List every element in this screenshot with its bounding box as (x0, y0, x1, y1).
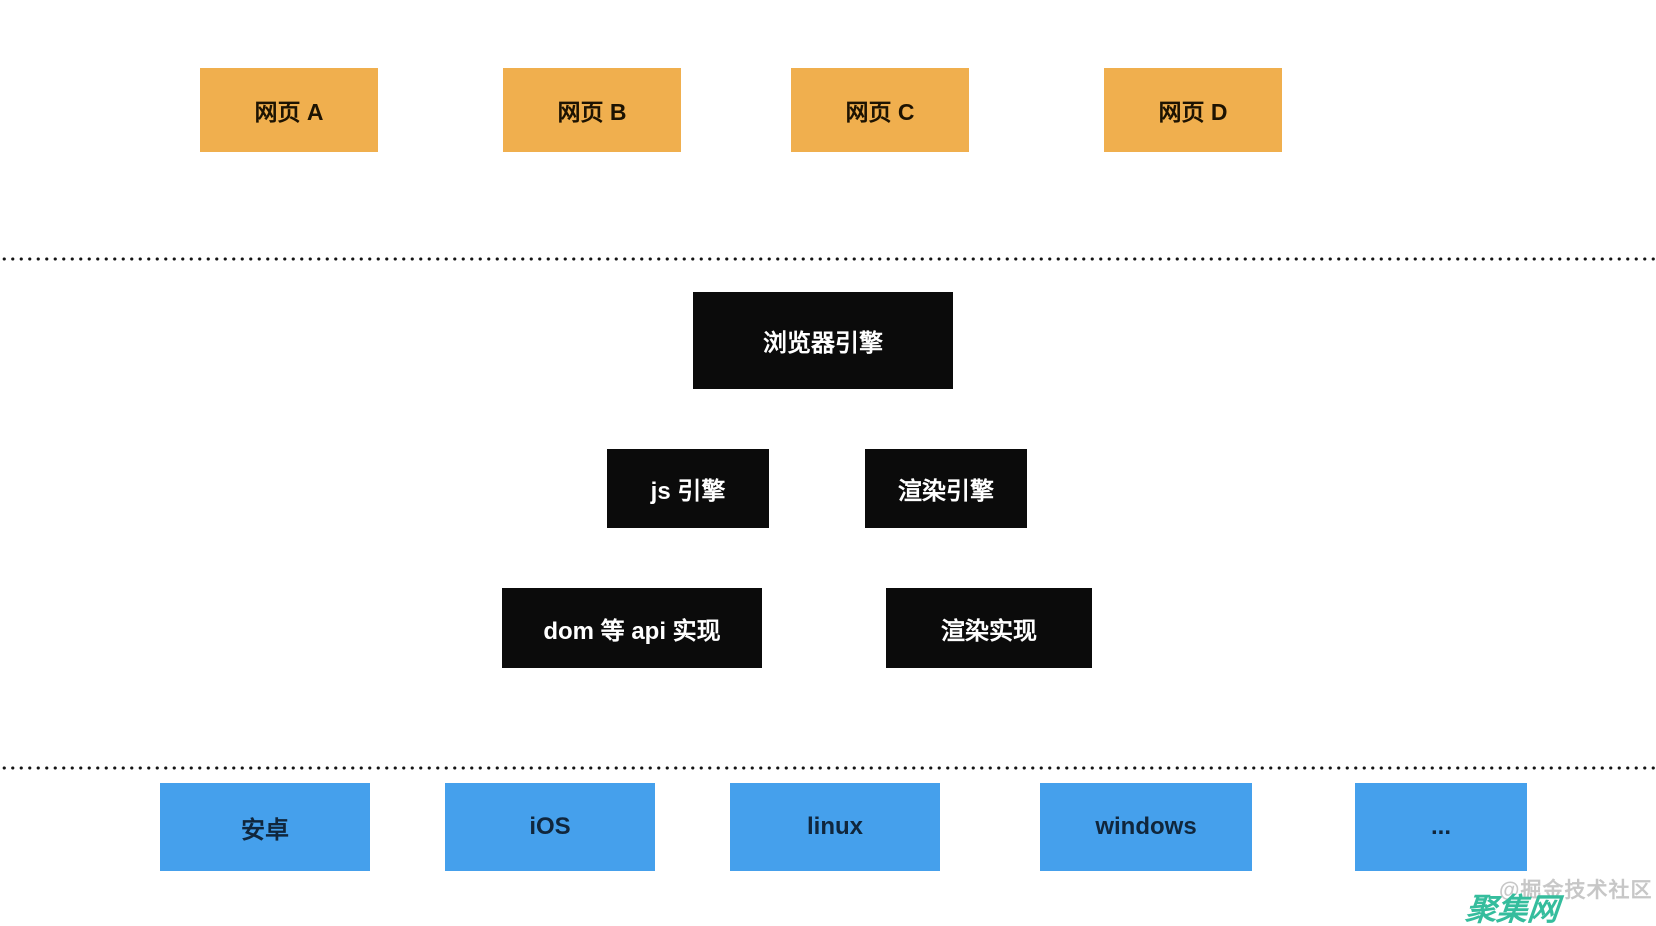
platform-windows-label: windows (1095, 813, 1197, 840)
web-page-c-label: 网页 C (845, 99, 915, 125)
render-implementation-box: 渲染实现 (886, 588, 1092, 668)
platform-box-windows: windows (1040, 783, 1252, 871)
js-engine-box: js 引擎 (607, 449, 769, 528)
platform-ios-label: iOS (529, 813, 571, 840)
browser-engine-box: 浏览器引擎 (693, 292, 953, 389)
platform-android-label: 安卓 (241, 816, 289, 844)
render-engine-box: 渲染引擎 (865, 449, 1027, 528)
dom-api-implementation-label: dom 等 api 实现 (543, 617, 721, 645)
web-page-box-d: 网页 D (1104, 68, 1282, 152)
web-page-box-c: 网页 C (791, 68, 969, 152)
platform-box-android: 安卓 (160, 783, 370, 871)
platform-box-others: ... (1355, 783, 1527, 871)
platform-others-label: ... (1430, 813, 1451, 840)
render-engine-label: 渲染引擎 (898, 478, 994, 505)
platform-box-ios: iOS (445, 783, 655, 871)
web-page-box-b: 网页 B (503, 68, 681, 152)
js-engine-label: js 引擎 (650, 478, 726, 505)
web-page-d-label: 网页 D (1158, 99, 1228, 125)
watermark-community-text: @掘金技术社区 (1499, 879, 1653, 902)
web-page-box-a: 网页 A (200, 68, 378, 152)
dom-api-implementation-box: dom 等 api 实现 (502, 588, 762, 668)
platform-linux-label: linux (806, 813, 863, 840)
bottom-separator-dotted-line (0, 766, 1656, 770)
platform-box-linux: linux (730, 783, 940, 871)
web-page-a-label: 网页 A (254, 99, 324, 125)
render-implementation-label: 渲染实现 (941, 617, 1037, 645)
top-separator-dotted-line (0, 257, 1656, 261)
watermark-site-text: 聚集网 (1463, 892, 1561, 926)
browser-engine-label: 浏览器引擎 (763, 330, 883, 357)
web-page-b-label: 网页 B (557, 99, 627, 125)
